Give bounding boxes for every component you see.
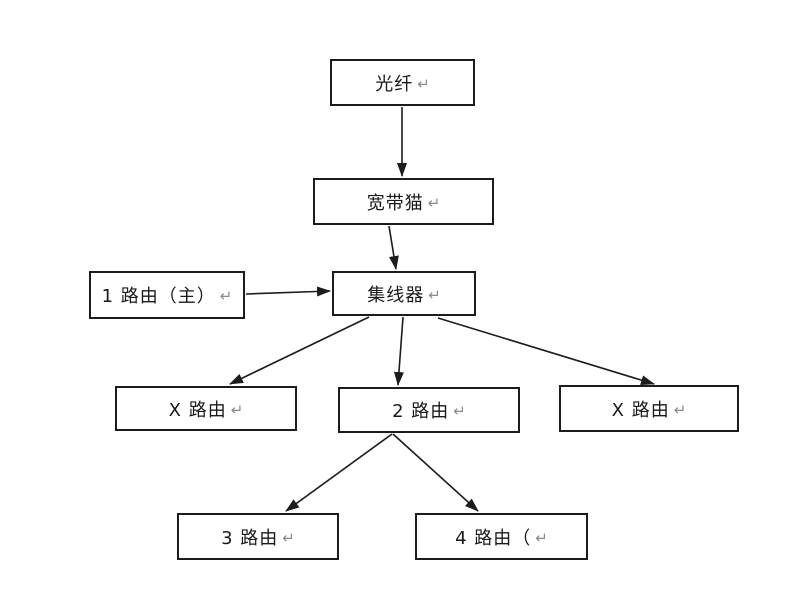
arrow-router1-main-to-hub [245,286,331,297]
arrow-router2-to-router3 [285,433,393,512]
arrow-hub-to-routerx-right [437,317,655,385]
node-label: X 路由 [168,399,227,421]
paragraph-return-mark-icon: ↵ [230,400,244,419]
node-router3: 3 路由↵ [177,513,339,560]
node-routerx-left: X 路由↵ [115,386,297,431]
node-router1-main: 1 路由（主）↵ [89,271,245,319]
arrow-router2-to-router4 [392,433,479,512]
node-label: 4 路由（ [455,527,532,549]
paragraph-return-mark-icon: ↵ [673,400,687,419]
paragraph-return-mark-icon: ↵ [453,402,466,420]
node-hub: 集线器↵ [332,271,476,316]
paragraph-return-mark-icon: ↵ [282,528,295,547]
paragraph-return-mark-icon: ↵ [417,74,430,93]
node-router2: 2 路由↵ [338,387,520,433]
node-label: 1 路由（主） [101,286,216,307]
arrow-modem-to-hub [388,225,399,270]
arrow-hub-to-router2 [393,316,404,386]
node-fiber: 光纤↵ [330,59,475,106]
node-label: 2 路由 [392,401,450,422]
paragraph-return-mark-icon: ↵ [427,193,441,212]
node-label: X 路由 [611,399,670,421]
paragraph-return-mark-icon: ↵ [219,287,233,305]
node-routerx-right: X 路由↵ [559,385,739,432]
node-label: 宽带猫 [366,192,424,214]
node-label: 光纤 [375,73,414,95]
node-label: 集线器 [367,284,425,306]
node-router4: 4 路由（↵ [415,513,588,560]
paragraph-return-mark-icon: ↵ [535,528,548,547]
paragraph-return-mark-icon: ↵ [428,285,441,304]
node-modem: 宽带猫↵ [313,178,494,225]
arrow-hub-to-routerx-left [229,316,370,385]
node-label: 3 路由 [221,527,279,549]
